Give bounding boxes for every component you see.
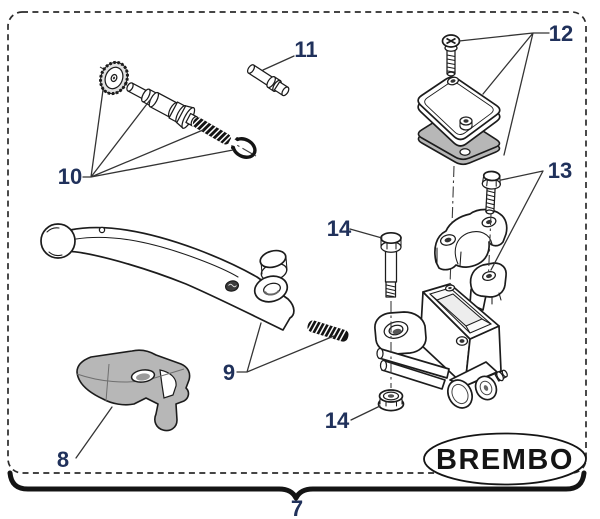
handlebar-clamp [434, 208, 508, 271]
lever-pivot-boss [253, 275, 289, 303]
callout-9-label: 9 [223, 360, 235, 385]
rear-clamp-lug [469, 262, 507, 305]
centerline-clamp-bolt [487, 213, 492, 275]
leader-lines-9 [236, 322, 335, 373]
pivot-nut [377, 389, 405, 412]
leader-line-8 [75, 406, 113, 459]
callout-14-bolt-label: 14 [327, 216, 352, 241]
handlebar-clamp-kit: 13 [434, 158, 572, 275]
pivot-bolt [380, 231, 402, 298]
kit-spring [191, 117, 232, 145]
return-spring [306, 319, 349, 342]
callout-14-nut-label: 14 [325, 408, 350, 433]
dashed-frame-border [7, 11, 587, 474]
callout-12-label: 12 [549, 21, 573, 46]
callout-13-label: 13 [548, 158, 572, 183]
leader-lines-13 [490, 170, 544, 271]
lever-notch [98, 226, 106, 234]
callout-10-label: 10 [58, 164, 82, 189]
leader-lines-12 [458, 32, 550, 156]
bleed-valve [494, 369, 508, 382]
lever-pivot-barrel [259, 249, 288, 282]
brake-lever [40, 223, 295, 331]
lever-return-spring-callout: 9 [223, 319, 349, 385]
lever-bracket-bars [376, 347, 450, 390]
master-cylinder-body [374, 165, 508, 409]
callout-8-label: 8 [57, 447, 69, 472]
reservoir-cap [417, 76, 501, 147]
piston [126, 82, 199, 129]
outlet-ports [447, 361, 508, 409]
leader-lines-10 [82, 89, 234, 178]
callout-7-label: 7 [291, 496, 303, 519]
lever-boot: 8 [57, 349, 191, 472]
cover-screw [441, 34, 461, 77]
reservoir-box [419, 283, 502, 387]
dust-boot [99, 60, 129, 96]
pivot-pin: 11 [246, 37, 318, 97]
lever-ball-end [40, 223, 76, 259]
leader-line-14-nut [350, 405, 381, 421]
lever-blade [63, 226, 295, 331]
brace-curve [7, 470, 587, 501]
lever-mount-lug [374, 311, 427, 355]
callout-11-label: 11 [294, 37, 317, 62]
piston-repair-kit: 10 [58, 60, 257, 189]
leader-line-11 [262, 55, 295, 71]
clamp-bolt [481, 170, 501, 215]
assembly-brace: 7 [7, 470, 587, 519]
boot-loop-gap [159, 369, 177, 399]
leader-line-14-bolt [349, 228, 383, 239]
reservoir-cover-kit: 12 [417, 21, 573, 166]
circlip [228, 137, 257, 159]
pivot-bolt-and-nut: 14 14 [325, 216, 405, 433]
brand-badge-oval [423, 432, 587, 486]
brand-badge: BREMBO [423, 432, 587, 486]
brand-logo-text: BREMBO [436, 444, 574, 476]
lever-emboss-logo [224, 280, 240, 292]
